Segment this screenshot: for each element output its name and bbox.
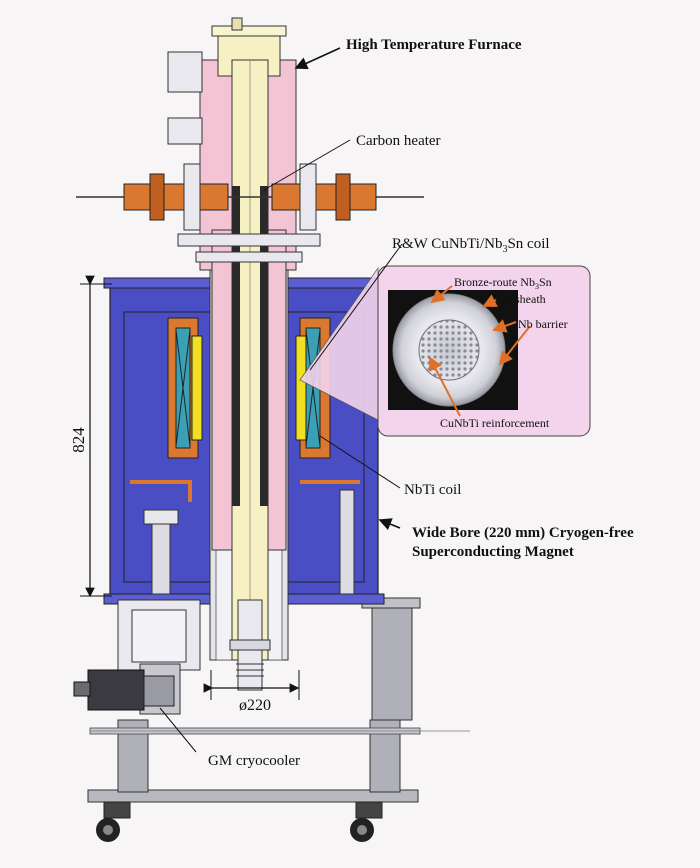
copper-flanges xyxy=(76,163,424,263)
internal-supports xyxy=(143,489,355,595)
sample-rod xyxy=(229,599,271,691)
coil-right xyxy=(295,317,360,484)
label-rw-coil: R&W CuNbTi/Nb3Sn coil xyxy=(392,236,550,255)
label-heater: Carbon heater xyxy=(356,133,441,149)
label-nbti-coil: NbTi coil xyxy=(404,482,461,498)
coil-left xyxy=(130,317,203,502)
support-frame xyxy=(87,597,470,803)
label-furnace: High Temperature Furnace xyxy=(346,37,522,53)
inset-callout xyxy=(299,265,591,437)
gm-cryocooler xyxy=(73,599,201,715)
height-label: 824 xyxy=(69,427,88,453)
inset-label-nb-barrier: Nb barrier xyxy=(518,317,568,331)
bore-label: ø220 xyxy=(239,697,271,714)
leader-lines xyxy=(159,47,403,753)
carbon-heater xyxy=(232,186,268,506)
inset-arrows xyxy=(429,285,531,417)
label-magnet-line1: Wide Bore (220 mm) Cryogen-free xyxy=(412,525,634,541)
inset-label-cu-sheath: Cu sheath xyxy=(498,292,546,306)
inset-label-reinforcement: CuNbTi reinforcement xyxy=(440,416,550,430)
inset-label-bronze: Bronze-route Nb3Sn xyxy=(454,275,552,291)
bore-dimension: ø220 xyxy=(203,670,300,714)
label-magnet-line2: Superconducting Magnet xyxy=(412,544,574,560)
caster-wheels xyxy=(96,801,383,842)
height-dimension: 824 xyxy=(69,275,112,598)
label-cryocooler: GM cryocooler xyxy=(208,753,300,769)
